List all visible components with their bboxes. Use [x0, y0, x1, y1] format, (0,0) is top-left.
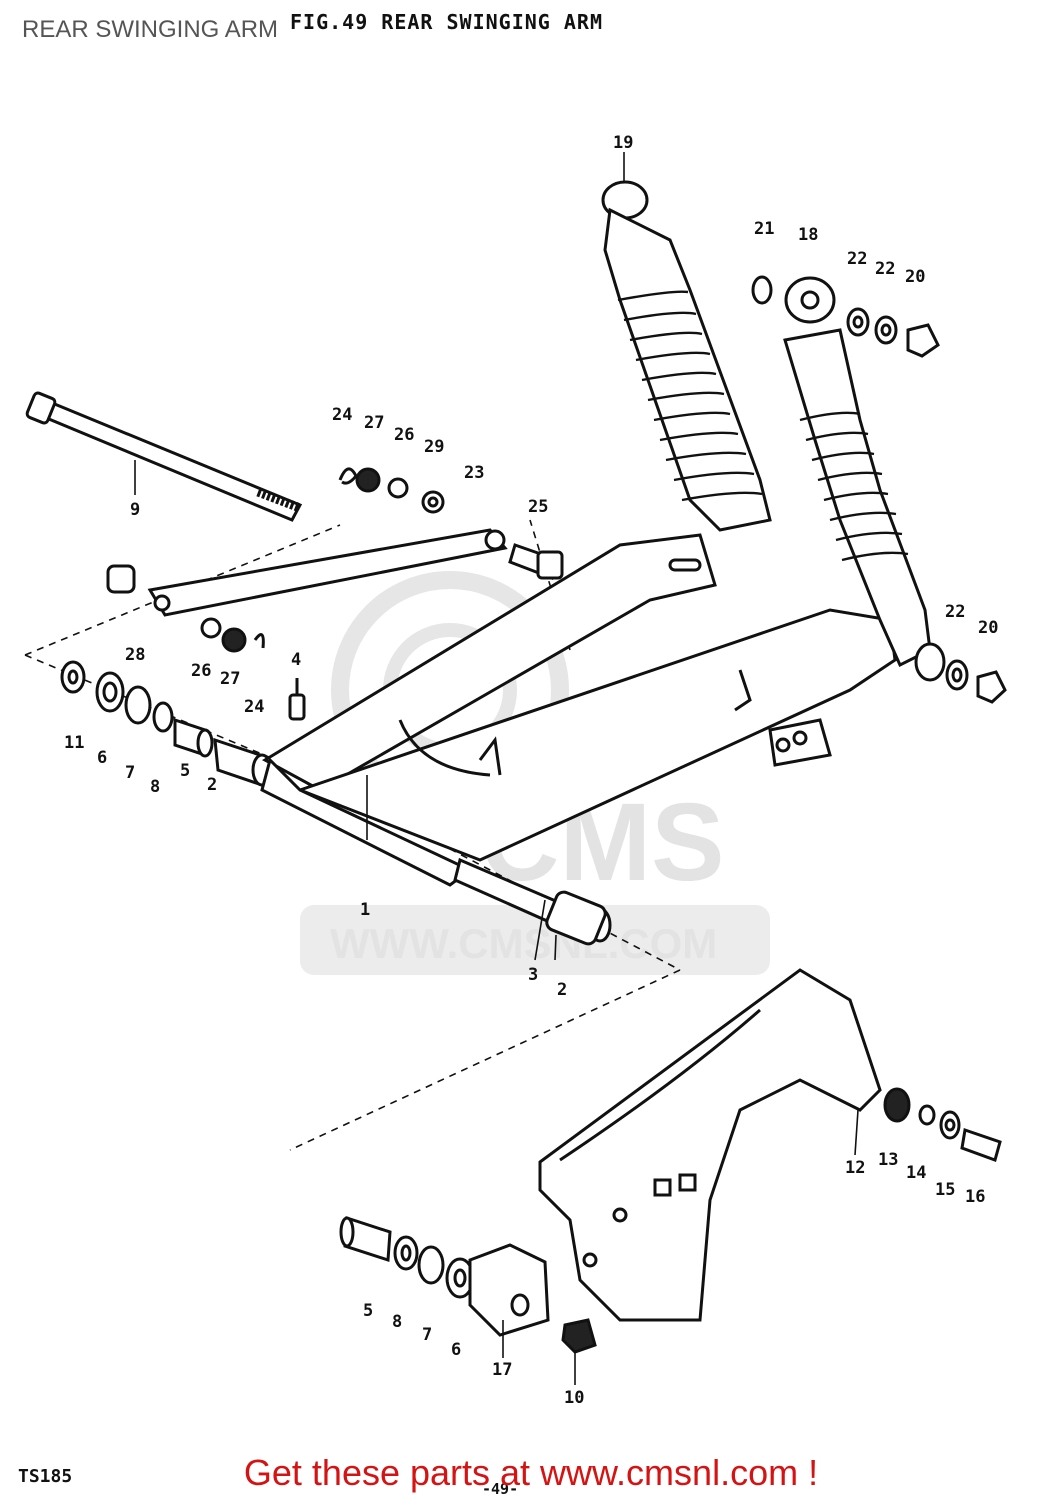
chain-case — [538, 968, 882, 1322]
callout-7: 7 — [422, 1325, 432, 1345]
watermark-url: WWW.CMSNL.COM — [330, 920, 717, 967]
lower-bushing-stack — [339, 1215, 597, 1354]
callout-8: 8 — [392, 1312, 402, 1332]
page-number: -49- — [482, 1480, 519, 1498]
torque-link — [106, 528, 508, 617]
callout-26: 26 — [191, 661, 211, 681]
callout-2: 2 — [557, 980, 567, 1000]
callout-16: 16 — [965, 1187, 985, 1207]
callout-10: 10 — [564, 1388, 584, 1408]
grease-nipple — [288, 678, 306, 721]
callout-6: 6 — [451, 1340, 461, 1360]
left-bushing-stack — [60, 660, 273, 788]
small-hardware-upper — [338, 467, 445, 514]
leader-lines — [134, 152, 859, 1385]
callout-4: 4 — [291, 650, 301, 670]
rear-shock-absorber-left — [601, 180, 772, 532]
callout-19: 19 — [613, 133, 633, 153]
rear-shock-absorber-right — [783, 276, 946, 682]
small-hardware-lower — [200, 617, 265, 653]
callout-26: 26 — [394, 425, 414, 445]
callout-27: 27 — [220, 669, 240, 689]
callout-27: 27 — [364, 413, 384, 433]
callout-8: 8 — [150, 777, 160, 797]
callout-24: 24 — [332, 405, 352, 425]
callout-23: 23 — [464, 463, 484, 483]
rear-swinging-arm — [260, 533, 897, 946]
swing-arm-pivot-bolt — [25, 391, 303, 522]
callout-17: 17 — [492, 1360, 512, 1380]
callout-9: 9 — [130, 500, 140, 520]
callout-7: 7 — [125, 763, 135, 783]
footer-link-text[interactable]: Get these parts at www.cmsnl.com ! — [243, 1452, 819, 1493]
callout-29: 29 — [424, 437, 444, 457]
callout-18: 18 — [798, 225, 818, 245]
callout-14: 14 — [906, 1163, 926, 1183]
callout-12: 12 — [845, 1158, 865, 1178]
callout-3: 3 — [528, 965, 538, 985]
callout-5: 5 — [363, 1301, 373, 1321]
callout-labels: 1 2 2 3 4 5 5 6 6 7 7 8 8 9 10 11 12 13 … — [64, 133, 998, 1408]
callout-24: 24 — [244, 697, 264, 717]
figure-title: FIG.49 REAR SWINGING ARM — [290, 10, 603, 34]
callout-11: 11 — [64, 733, 84, 753]
callout-13: 13 — [878, 1150, 898, 1170]
callout-22: 22 — [847, 249, 867, 269]
chain-case-fasteners — [883, 1087, 1002, 1162]
shock-upper-hardware — [751, 275, 940, 358]
callout-6: 6 — [97, 748, 107, 768]
callout-22: 22 — [875, 259, 895, 279]
callout-21: 21 — [754, 219, 774, 239]
callout-22: 22 — [945, 602, 965, 622]
torque-link-bolt — [508, 543, 564, 580]
callout-5: 5 — [180, 761, 190, 781]
callout-28: 28 — [125, 645, 145, 665]
callout-15: 15 — [935, 1180, 955, 1200]
footer-parts-link[interactable]: Get these parts at www.cmsnl.com ! — [0, 1452, 1062, 1494]
model-code: TS185 — [18, 1466, 73, 1487]
callout-25: 25 — [528, 497, 548, 517]
callout-1: 1 — [360, 900, 370, 920]
callout-20: 20 — [905, 267, 925, 287]
callout-20: 20 — [978, 618, 998, 638]
callout-2: 2 — [207, 775, 217, 795]
shock-lower-hardware — [945, 659, 1007, 704]
page-title: REAR SWINGING ARM — [22, 16, 279, 43]
